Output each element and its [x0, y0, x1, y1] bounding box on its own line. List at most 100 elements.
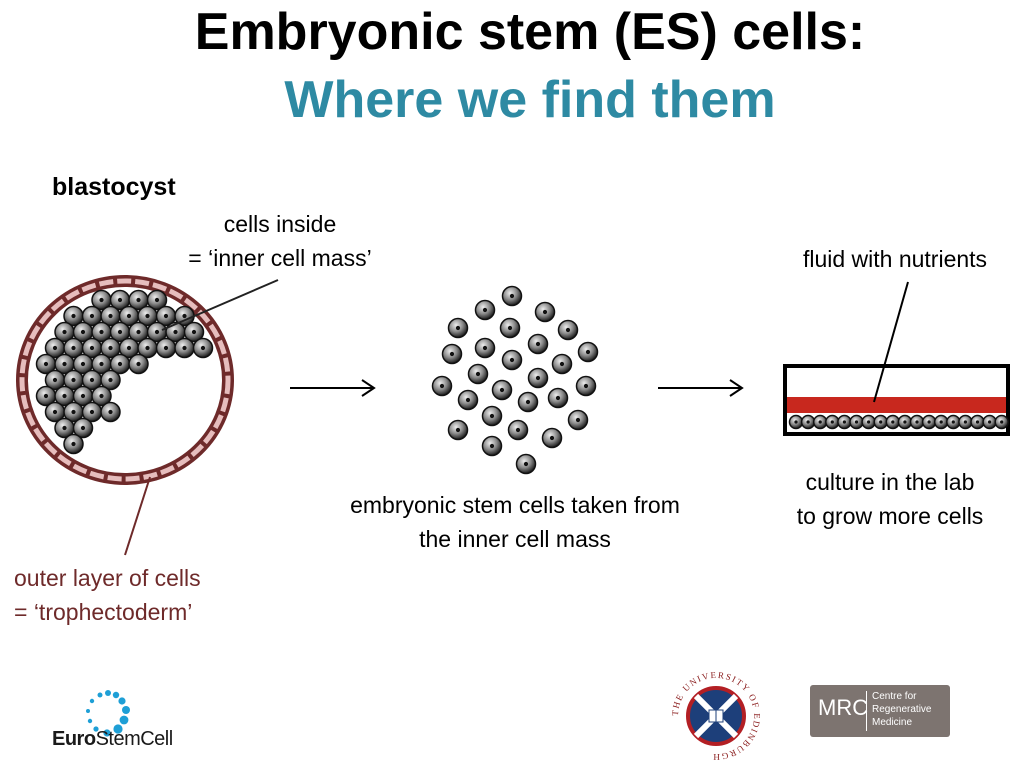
page-title: Embryonic stem (ES) cells: — [194, 3, 866, 61]
cell — [958, 414, 973, 430]
cell — [72, 417, 94, 439]
cell — [474, 299, 496, 321]
cell — [507, 419, 529, 441]
nutrient-fluid — [787, 397, 1006, 413]
cell — [909, 414, 925, 430]
trophectoderm-label: outer layer of cells = ‘trophectoderm’ — [14, 561, 201, 629]
cell — [825, 414, 840, 430]
cell — [557, 319, 579, 341]
cell — [91, 353, 112, 375]
eurostemcell-wordmark: EuroStemCell — [52, 728, 173, 751]
university-of-edinburgh-seal-icon: THE UNIVERSITY OF EDINBURGH — [670, 670, 761, 762]
cell — [481, 405, 503, 427]
cell — [447, 419, 469, 441]
cell — [192, 337, 214, 359]
culture-label: culture in the lab to grow more cells — [770, 465, 1010, 533]
cell — [551, 353, 573, 375]
cell — [91, 385, 112, 407]
cell — [91, 289, 112, 311]
cell — [541, 427, 563, 449]
page-subtitle: Where we find them — [284, 71, 776, 129]
cell — [982, 414, 997, 430]
culture-label-line2: to grow more cells — [796, 503, 984, 529]
cell — [481, 435, 503, 457]
cell — [447, 317, 469, 339]
cell — [109, 289, 131, 311]
culture-label-line1: culture in the lab — [805, 469, 975, 495]
cell — [474, 337, 496, 359]
cell — [467, 363, 489, 385]
icm-pointer-line — [161, 279, 279, 331]
cell — [897, 414, 913, 430]
cell — [128, 353, 149, 375]
mrc-name-line2: Regenerative — [872, 704, 932, 715]
inner-cell-mass-label: cells inside = ‘inner cell mass’ — [150, 207, 410, 275]
eurostemcell-wordmark-euro: Euro — [52, 728, 96, 750]
cell — [885, 414, 901, 430]
cell — [837, 414, 852, 430]
cell — [517, 391, 539, 413]
cell — [128, 289, 149, 311]
fluid-pointer-line — [873, 281, 909, 403]
cell — [431, 375, 453, 397]
inner-cell-mass-label-line2: = ‘inner cell mass’ — [188, 245, 372, 271]
cell — [63, 369, 84, 391]
cell — [994, 414, 1009, 430]
cell — [547, 387, 569, 409]
trophectoderm-label-line1: outer layer of cells — [14, 565, 201, 591]
cell — [72, 353, 94, 375]
es-cells-label: embryonic stem cells taken from the inne… — [320, 488, 710, 556]
cell — [515, 453, 537, 475]
cell — [575, 375, 597, 397]
blastocyst — [16, 275, 279, 556]
cell — [63, 305, 84, 327]
mrc-abbr: MRC — [818, 695, 869, 720]
cell — [933, 414, 949, 430]
cell — [491, 379, 513, 401]
cell — [527, 333, 549, 355]
trophectoderm-cells — [19, 278, 231, 482]
cell — [63, 433, 84, 455]
cell — [501, 349, 523, 371]
fluid-label: fluid with nutrients — [802, 246, 988, 272]
mrc-name-line1: Centre for — [872, 691, 917, 702]
cell — [921, 414, 937, 430]
inner-cell-mass-label-line1: cells inside — [223, 211, 337, 237]
cell — [35, 385, 57, 407]
es-cells-label-line2: the inner cell mass — [419, 526, 611, 552]
cell — [499, 317, 521, 339]
cultured-cells — [788, 414, 1009, 430]
trophectoderm-pointer-line — [124, 476, 151, 556]
cell — [946, 414, 961, 430]
cell — [567, 409, 589, 431]
cell — [118, 337, 140, 359]
eurostemcell-logo-icon — [86, 690, 130, 737]
cell — [174, 337, 195, 359]
cell — [109, 321, 131, 343]
es-cells-cluster — [431, 285, 599, 475]
blastocyst-label: blastocyst — [52, 173, 176, 201]
mrc-logo: MRC Centre for Regenerative Medicine — [810, 685, 950, 737]
cell — [146, 289, 168, 311]
cell — [800, 414, 816, 430]
cell — [873, 414, 888, 430]
arrow-right-1 — [290, 379, 376, 397]
cell — [534, 301, 556, 323]
cell — [457, 389, 479, 411]
cell — [441, 343, 463, 365]
cell — [100, 369, 121, 391]
cell — [100, 401, 121, 423]
cell — [861, 414, 876, 430]
mrc-divider — [866, 691, 867, 731]
cell — [577, 341, 599, 363]
culture-dish — [783, 281, 1010, 436]
trophectoderm-label-line2: = ‘trophectoderm’ — [14, 599, 193, 625]
cell — [849, 414, 864, 430]
cell — [155, 337, 177, 359]
cell — [35, 353, 57, 375]
cell — [501, 285, 523, 307]
cell — [109, 353, 131, 375]
cell — [183, 321, 205, 343]
cell — [788, 414, 804, 430]
